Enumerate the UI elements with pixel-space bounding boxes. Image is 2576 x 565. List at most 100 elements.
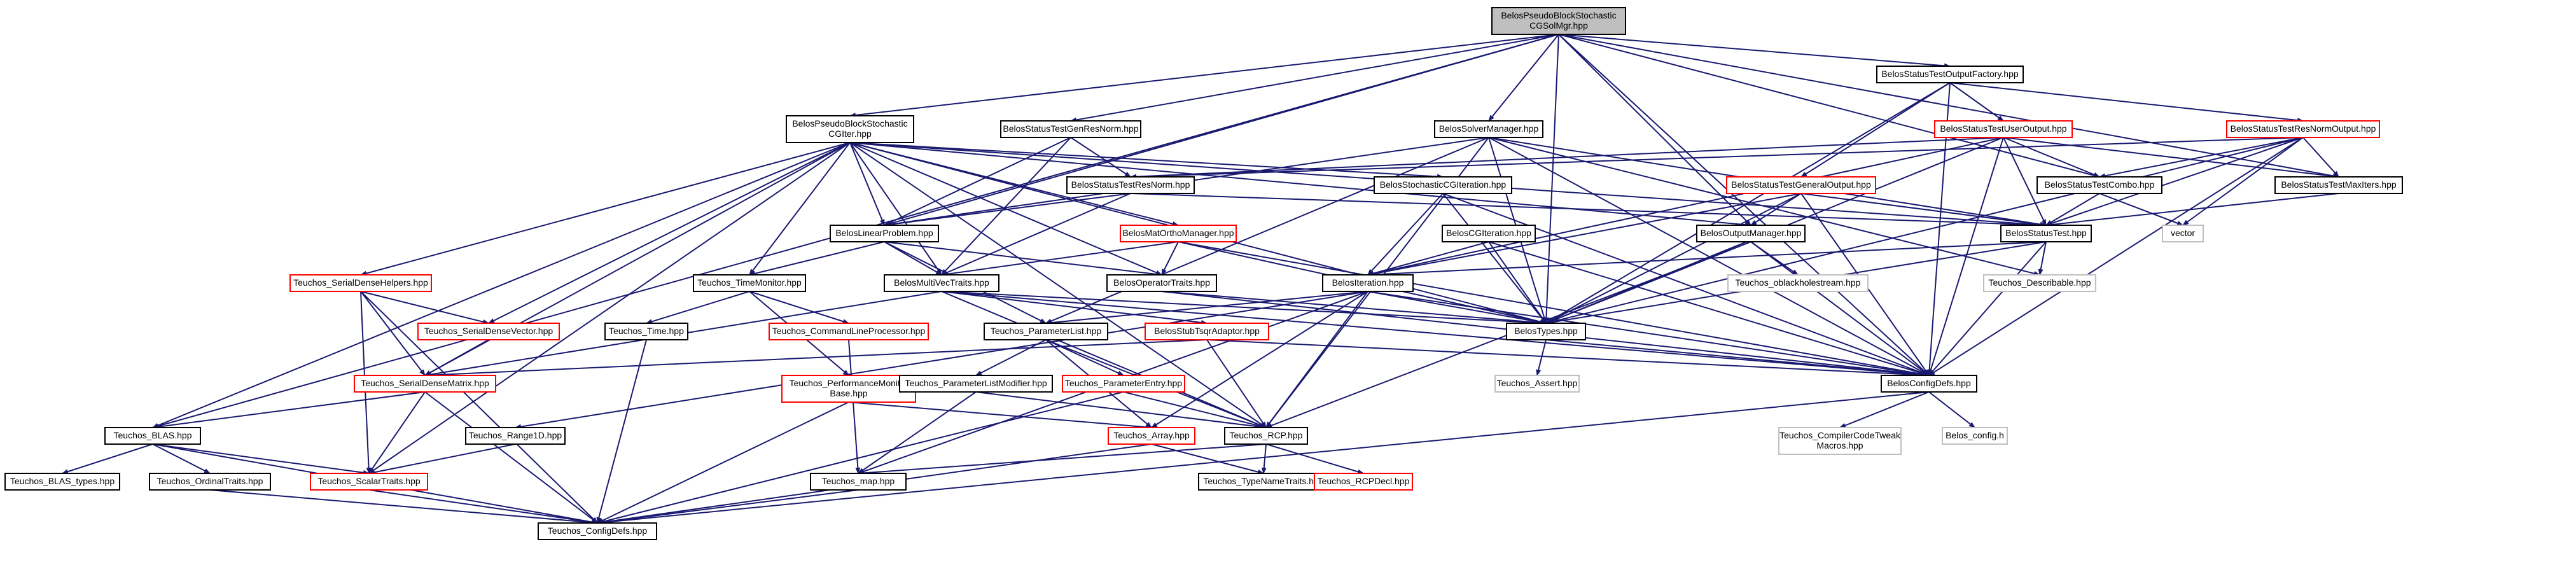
- node-blas_types[interactable]: Teuchos_BLAS_types.hpp: [4, 473, 120, 491]
- node-ordinal_traits[interactable]: Teuchos_OrdinalTraits.hpp: [149, 473, 271, 491]
- node-box[interactable]: [884, 274, 999, 292]
- node-range1d[interactable]: Teuchos_Range1D.hpp: [465, 427, 566, 445]
- node-blas[interactable]: Teuchos_BLAS.hpp: [104, 427, 201, 445]
- node-box[interactable]: [1198, 473, 1329, 491]
- node-solver_manager[interactable]: BelosSolverManager.hpp: [1434, 120, 1543, 138]
- node-box[interactable]: [1491, 7, 1626, 35]
- node-oblackholestream[interactable]: Teuchos_oblackholestream.hpp: [1727, 274, 1869, 292]
- node-box[interactable]: [1934, 120, 2073, 138]
- node-config_defs[interactable]: BelosConfigDefs.hpp: [1881, 375, 1977, 393]
- node-array[interactable]: Teuchos_Array.hpp: [1108, 427, 1195, 445]
- node-status_test[interactable]: BelosStatusTest.hpp: [2000, 225, 2092, 242]
- node-status_test_gen_res_norm[interactable]: BelosStatusTestGenResNorm.hpp: [1000, 120, 1141, 138]
- node-parameter_list_modifier[interactable]: Teuchos_ParameterListModifier.hpp: [899, 375, 1053, 393]
- node-box[interactable]: [604, 323, 688, 340]
- node-time_monitor[interactable]: Teuchos_TimeMonitor.hpp: [693, 274, 806, 292]
- node-stochastic_cg_iteration[interactable]: BelosStochasticCGIteration.hpp: [1374, 176, 1512, 194]
- node-operator_traits[interactable]: BelosOperatorTraits.hpp: [1106, 274, 1217, 292]
- node-box[interactable]: [769, 323, 929, 340]
- node-box[interactable]: [104, 427, 201, 445]
- node-box[interactable]: [1876, 66, 2024, 83]
- node-box[interactable]: [1108, 427, 1195, 445]
- node-box[interactable]: [1145, 323, 1269, 340]
- node-serial_dense_helpers[interactable]: Teuchos_SerialDenseHelpers.hpp: [289, 274, 432, 292]
- node-box[interactable]: [2036, 176, 2162, 194]
- node-box[interactable]: [1106, 274, 1217, 292]
- node-multi_vec_traits[interactable]: BelosMultiVecTraits.hpp: [884, 274, 999, 292]
- node-box[interactable]: [1942, 427, 2008, 445]
- node-belos_config_h[interactable]: Belos_config.h: [1942, 427, 2008, 445]
- node-box[interactable]: [1881, 375, 1977, 393]
- node-box[interactable]: [1224, 427, 1308, 445]
- node-box[interactable]: [310, 473, 428, 491]
- node-type_name_traits[interactable]: Teuchos_TypeNameTraits.hpp: [1198, 473, 1329, 491]
- node-box[interactable]: [465, 427, 566, 445]
- node-box[interactable]: [830, 225, 939, 242]
- node-box[interactable]: [1983, 274, 2096, 292]
- node-scalar_traits[interactable]: Teuchos_ScalarTraits.hpp: [310, 473, 428, 491]
- node-box[interactable]: [1727, 274, 1869, 292]
- node-teuchos_config_defs[interactable]: Teuchos_ConfigDefs.hpp: [538, 522, 657, 540]
- node-box[interactable]: [899, 375, 1053, 393]
- node-describable[interactable]: Teuchos_Describable.hpp: [1983, 274, 2096, 292]
- node-box[interactable]: [984, 323, 1108, 340]
- node-box[interactable]: [1322, 274, 1414, 292]
- node-status_test_res_norm[interactable]: BelosStatusTestResNorm.hpp: [1066, 176, 1195, 194]
- node-box[interactable]: [354, 375, 496, 393]
- node-box[interactable]: [1494, 375, 1580, 393]
- node-box[interactable]: [1120, 225, 1237, 242]
- node-box[interactable]: [2274, 176, 2403, 194]
- node-box[interactable]: [1696, 225, 1806, 242]
- node-box[interactable]: [810, 473, 907, 491]
- node-box[interactable]: [289, 274, 432, 292]
- node-box[interactable]: [1000, 120, 1141, 138]
- node-status_test_output_factory[interactable]: BelosStatusTestOutputFactory.hpp: [1876, 66, 2024, 83]
- node-box[interactable]: [417, 323, 560, 340]
- node-serial_dense_vector[interactable]: Teuchos_SerialDenseVector.hpp: [417, 323, 560, 340]
- node-linear_problem[interactable]: BelosLinearProblem.hpp: [830, 225, 939, 242]
- node-vector[interactable]: vector: [2162, 225, 2204, 242]
- node-box[interactable]: [2226, 120, 2380, 138]
- node-box[interactable]: [4, 473, 120, 491]
- node-command_line_processor[interactable]: Teuchos_CommandLineProcessor.hpp: [769, 323, 929, 340]
- node-box[interactable]: [1374, 176, 1512, 194]
- node-box[interactable]: [781, 375, 916, 403]
- node-box[interactable]: [1314, 473, 1413, 491]
- node-box[interactable]: [1506, 323, 1586, 340]
- node-status_test_res_norm_output[interactable]: BelosStatusTestResNormOutput.hpp: [2226, 120, 2380, 138]
- node-status_test_maxiters[interactable]: BelosStatusTestMaxIters.hpp: [2274, 176, 2403, 194]
- node-time[interactable]: Teuchos_Time.hpp: [604, 323, 688, 340]
- node-parameter_entry[interactable]: Teuchos_ParameterEntry.hpp: [1062, 375, 1185, 393]
- node-serial_dense_matrix[interactable]: Teuchos_SerialDenseMatrix.hpp: [354, 375, 496, 393]
- node-map[interactable]: Teuchos_map.hpp: [810, 473, 907, 491]
- node-rcp[interactable]: Teuchos_RCP.hpp: [1224, 427, 1308, 445]
- node-box[interactable]: [1066, 176, 1195, 194]
- node-parameter_list[interactable]: Teuchos_ParameterList.hpp: [984, 323, 1108, 340]
- node-status_test_general_output[interactable]: BelosStatusTestGeneralOutput.hpp: [1726, 176, 1876, 194]
- node-box[interactable]: [1062, 375, 1185, 393]
- node-rcp_decl[interactable]: Teuchos_RCPDecl.hpp: [1314, 473, 1413, 491]
- node-box[interactable]: [786, 115, 914, 143]
- node-status_test_combo[interactable]: BelosStatusTestCombo.hpp: [2036, 176, 2162, 194]
- node-box[interactable]: [2000, 225, 2092, 242]
- node-box[interactable]: [538, 522, 657, 540]
- node-box[interactable]: [1434, 120, 1543, 138]
- node-box[interactable]: [149, 473, 271, 491]
- node-cg_iteration[interactable]: BelosCGIteration.hpp: [1442, 225, 1536, 242]
- node-box[interactable]: [1442, 225, 1536, 242]
- node-iteration[interactable]: BelosIteration.hpp: [1322, 274, 1414, 292]
- node-status_test_user_output[interactable]: BelosStatusTestUserOutput.hpp: [1934, 120, 2073, 138]
- node-box[interactable]: [2162, 225, 2204, 242]
- node-box[interactable]: [1778, 427, 1902, 455]
- node-output_manager[interactable]: BelosOutputManager.hpp: [1696, 225, 1806, 242]
- node-mat_ortho_manager[interactable]: BelosMatOrthoManager.hpp: [1120, 225, 1237, 242]
- node-box[interactable]: [1726, 176, 1876, 194]
- node-assert[interactable]: Teuchos_Assert.hpp: [1494, 375, 1580, 393]
- node-stub_tsqr_adaptor[interactable]: BelosStubTsqrAdaptor.hpp: [1145, 323, 1269, 340]
- node-box[interactable]: [693, 274, 806, 292]
- node-types[interactable]: BelosTypes.hpp: [1506, 323, 1586, 340]
